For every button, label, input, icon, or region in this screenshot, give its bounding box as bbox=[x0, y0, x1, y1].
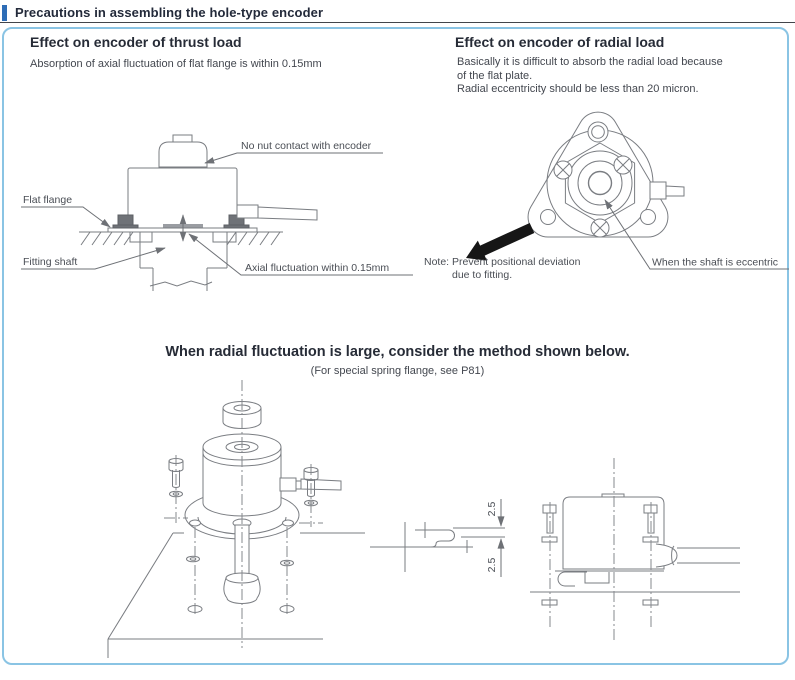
cable bbox=[655, 543, 740, 568]
encoder-side-view-2 bbox=[530, 493, 740, 606]
hatching-left bbox=[80, 231, 134, 246]
label-no-nut: No nut contact with encoder bbox=[241, 140, 372, 152]
label-shaft-eccentric: When the shaft is eccentric bbox=[652, 257, 778, 269]
label-fitting-shaft: Fitting shaft bbox=[23, 256, 77, 268]
spring-flange-detail-diagram: 2.5 2.5 bbox=[370, 499, 505, 577]
thrust-description: Absorption of axial fluctuation of flat … bbox=[30, 58, 322, 70]
dimension-top: 2.5 bbox=[486, 502, 498, 517]
washer bbox=[186, 555, 200, 563]
dimension-bottom: 2.5 bbox=[486, 558, 498, 573]
radial-description-line: of the flat plate. bbox=[457, 69, 533, 82]
encoder-front-view bbox=[527, 111, 685, 238]
header-rule bbox=[0, 22, 795, 23]
shaft-break-line bbox=[149, 280, 213, 287]
leader-line-eccentric bbox=[604, 199, 789, 270]
phillips-screw bbox=[553, 160, 573, 180]
flange-bolt-left bbox=[112, 214, 139, 229]
radial-description-line: Basically it is difficult to absorb the … bbox=[457, 56, 723, 68]
label-note-line1: Note: Prevent positional deviation bbox=[424, 256, 581, 268]
leader-lines bbox=[21, 152, 413, 276]
hatching-right bbox=[226, 231, 281, 246]
encoder-side-view bbox=[79, 134, 318, 291]
flange-section bbox=[370, 522, 505, 572]
method-heading: When radial fluctuation is large, consid… bbox=[165, 344, 630, 360]
radial-description: Basically it is difficult to absorb the … bbox=[457, 56, 723, 97]
centerlines bbox=[549, 458, 652, 643]
black-arrow bbox=[466, 223, 535, 261]
label-axial-fluctuation: Axial fluctuation within 0.15mm bbox=[245, 262, 389, 274]
page-title: Precautions in assembling the hole-type … bbox=[15, 5, 324, 20]
radial-description-line: Radial eccentricity should be less than … bbox=[457, 83, 699, 95]
phillips-screw bbox=[590, 218, 610, 238]
side-view-diagram bbox=[530, 458, 740, 643]
centerlines bbox=[164, 380, 323, 648]
header-accent-bar bbox=[2, 5, 7, 21]
label-note-line2: due to fitting. bbox=[452, 269, 512, 281]
cable bbox=[257, 206, 318, 221]
label-flat-flange: Flat flange bbox=[23, 194, 72, 206]
radial-section-heading: Effect on encoder of radial load bbox=[455, 34, 665, 50]
isometric-assembly-diagram bbox=[107, 380, 365, 658]
cable bbox=[665, 185, 685, 197]
method-subheading: (For special spring flange, see P81) bbox=[310, 365, 485, 377]
thrust-load-diagram: No nut contact with encoder Flat flange … bbox=[21, 134, 413, 291]
spring-flange bbox=[555, 570, 664, 587]
radial-load-diagram: Note: Prevent positional deviation due t… bbox=[424, 111, 789, 281]
phillips-screw bbox=[613, 155, 633, 175]
thrust-section-heading: Effect on encoder of thrust load bbox=[30, 34, 242, 50]
